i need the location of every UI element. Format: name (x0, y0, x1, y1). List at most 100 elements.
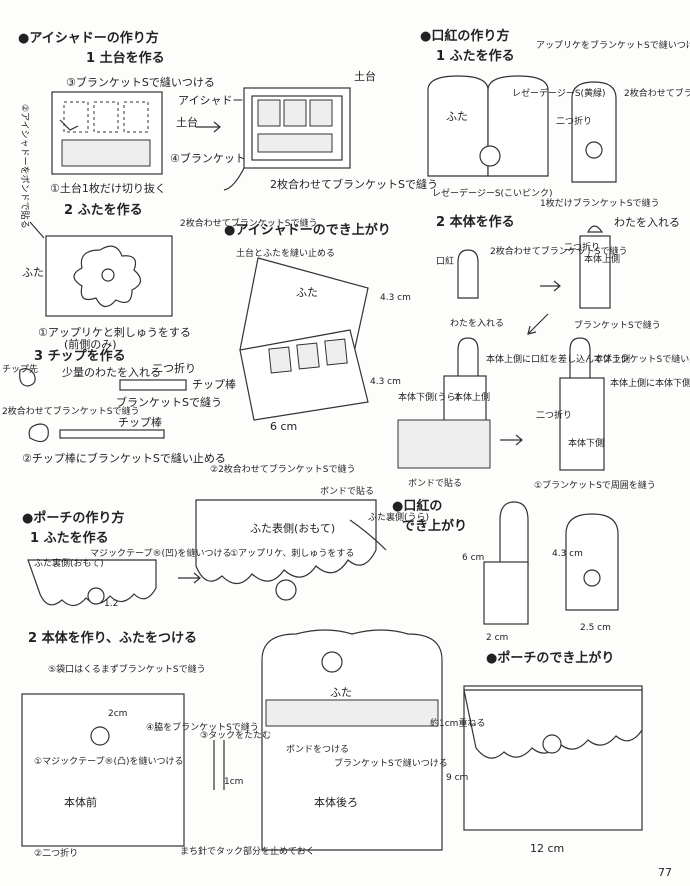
page-number: 77 (658, 866, 672, 879)
body-front-label: 本体前 (64, 795, 97, 809)
pouch-fold-label: ②二つ折り (34, 847, 78, 859)
magic-label: マジックテープ®(凹)を縫いつける (90, 547, 231, 559)
lipstick-fold-label-2: 二つ折り (564, 241, 600, 253)
dim-label: 1.2 (104, 599, 118, 609)
lipstick-lid-label: ふた (446, 110, 468, 123)
lipstick-done-title-2: でき上がり (402, 518, 467, 534)
insert-label: 本体上側に口紅を差し込んでブランケットSで縫い止める (486, 353, 690, 365)
back-ura-label: ふた裏側(うら) (368, 511, 429, 523)
pouch-done-diagram (463, 685, 643, 831)
lid-label: ふた (22, 266, 44, 279)
lipstick-done-diagram (483, 501, 619, 625)
lipstick-title: ●口紅の作り方 (420, 28, 509, 44)
arrow-icon (500, 434, 523, 446)
lipstick-width-label-2: 2.5 cm (580, 623, 611, 633)
blanket-attach-label: ③ブランケットSで縫いつける (66, 75, 215, 89)
eyeshadow-base-diagram (51, 91, 163, 175)
front-side-label: ふた表側(おもて) (250, 521, 335, 535)
back-side-label: ふた裏側(おもて) (34, 557, 104, 569)
body-back-label: 本体後ろ (314, 795, 358, 809)
insert-label-2: 本体上側に本体下側をブランケットSで縫い止める (610, 377, 690, 389)
pouch-two-sew-label: ②2枚合わせてブランケットSで縫う (210, 463, 356, 475)
two-blanket-label: 2枚合わせてブランケットSで縫う (270, 177, 438, 191)
lipstick-width-label: 2 cm (486, 633, 508, 643)
pouch-done-title: ●ポーチのでき上がり (486, 650, 614, 666)
cut-one-label: ①土台1枚だけ切り抜く (50, 181, 166, 195)
eyeshadow-step2: 2 ふたを作る (64, 202, 143, 218)
eyeshadow-step1: 1 土台を作る (86, 50, 165, 66)
glue-label: ②アイシャドーをボンドで貼る (19, 104, 31, 229)
eyeshadow-label: アイシャドー (178, 94, 243, 107)
lipstick-fold-label: 二つ折り (556, 115, 592, 127)
body-bottom-label-2: 本体下側 (568, 437, 604, 449)
arrow-icon (196, 121, 221, 133)
lazy-label-2: レゼーデージーS(こいピンク) (432, 187, 553, 199)
eyeshadow-done-title: ●アイシャドーのでき上がり (224, 222, 391, 238)
eyeshadow-step3: 3 チップを作る (34, 348, 126, 364)
pouch-height-label: 9 cm (446, 773, 468, 783)
arrow-icon (540, 280, 561, 292)
pouch-step2: 2 本体を作り、ふたをつける (28, 630, 197, 646)
pouch-body-diagram (21, 629, 443, 851)
chip-cotton-label: 少量のわたを入れる (62, 366, 161, 379)
cotton-label-2: わたを入れる (450, 318, 504, 329)
lipstick-glue-label: ボンドで貼る (408, 477, 462, 489)
magic-2-label: ①マジックテープ®(凸)を縫いつける (34, 755, 184, 767)
lipstick-two-sew-label-2: 2枚合わせてブランケットSで縫う (490, 245, 627, 257)
arrow-icon (527, 313, 549, 335)
edges-label: ①ブランケットSで周囲を縫う (534, 479, 656, 491)
body-bottom-label: 本体下側(うら) (398, 391, 459, 403)
tuck-label: ③タックをたたむ (200, 730, 271, 741)
pouch-width-label: 12 cm (530, 842, 564, 855)
applique-label: ①アップリケと刺しゅうをする (38, 326, 191, 339)
pouch-lid-label: ふた (330, 686, 352, 699)
base-label-2: 土台 (354, 69, 376, 83)
glue-2-label: ボンドをつける (286, 744, 349, 755)
side-label: ④脇をブランケットSで縫う (146, 721, 259, 733)
pouch-glue-label: ボンドで貼る (320, 485, 374, 497)
cotton-label: わたを入れる (614, 216, 680, 229)
eyeshadow-done-diagram (239, 257, 369, 421)
done-height-label: 4.3 cm (380, 293, 411, 303)
eyeshadow-base-assembled (223, 87, 351, 191)
sew-base-label: 土台とふたを縫い止める (236, 247, 335, 259)
base-label: 土台 (176, 115, 198, 129)
bag-mouth-label: ⑤袋口はくるまずブランケットSで縫う (48, 663, 206, 675)
overlap-label: 約1cm重ねる (430, 717, 485, 729)
pouch-lid-diagram (27, 499, 387, 607)
arrow-icon (178, 572, 201, 584)
lipstick-lid-diagram (427, 75, 617, 183)
chip-stick-label: チップ棒 (192, 377, 236, 391)
lipstick-step2: 2 本体を作る (436, 214, 515, 230)
tuck-stop-label: まち針でタック部分を止めておく (180, 845, 315, 857)
body-top-label-3: 本体上側 (594, 353, 630, 365)
body-top-label: 本体上側 (584, 253, 620, 265)
lipstick-done-title-1: ●口紅の (392, 498, 442, 514)
lipstick-height-label-2: 4.3 cm (552, 549, 583, 559)
chip-end-label: ②チップ棒にブランケットSで縫い止める (22, 451, 226, 465)
chip-tip-label: チップ先 (2, 363, 38, 375)
pouch-title: ●ポーチの作り方 (22, 510, 124, 526)
lipstick-applique-label: アップリケをブランケットSで縫いつける (536, 39, 690, 51)
done-width-label: 6 cm (270, 420, 297, 433)
chip-fold-label: 二つ折り (152, 361, 196, 375)
chip-two-label: 2枚合わせてブランケットSで縫う (2, 405, 139, 417)
two-cm-label: 2cm (108, 709, 127, 719)
pouch-blanket-attach-label: ブランケットSで縫いつける (334, 757, 448, 769)
lipstick-step1: 1 ふたを作る (436, 48, 515, 64)
one-cm-label: 1cm (224, 777, 243, 787)
lazy-label: レゼーデージーS(黄緑) (512, 87, 606, 99)
blanket-2-label: ブランケットSで縫う (574, 319, 661, 331)
done-lid-label: ふた (296, 286, 318, 299)
lipstick-body-diagram (397, 225, 611, 471)
chip-diagram (19, 368, 187, 443)
chip-blanket-label: ブランケットSで縫う (116, 395, 222, 409)
chip-stick-label-2: チップ棒 (118, 415, 162, 429)
lipstick-fold-label-3: 二つ折り (536, 409, 572, 421)
lid-two-blanket-label: 2枚合わせてブランケットSで縫う (180, 217, 317, 229)
eyeshadow-lid-diagram (29, 221, 173, 317)
applique-sub-label: (前側のみ) (64, 337, 117, 351)
mouth-label: 口紅 (436, 256, 454, 267)
